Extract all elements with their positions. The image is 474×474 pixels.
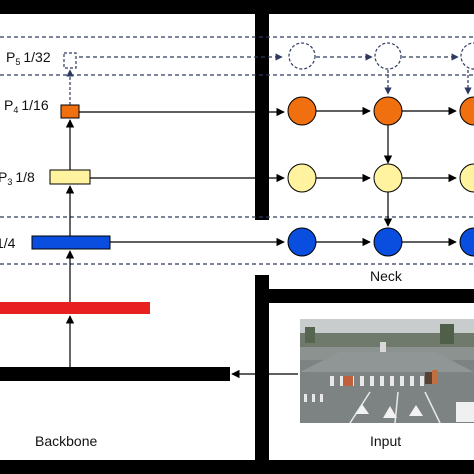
backbone-title: Backbone — [35, 433, 97, 449]
p3-neck-node-3 — [459, 163, 474, 193]
p5-level — [63, 42, 474, 95]
p2-feature-block — [31, 235, 111, 250]
neck-title: Neck — [370, 268, 403, 284]
backbone-flow — [0, 69, 298, 381]
p5-neck-node-3 — [460, 42, 474, 70]
p3-label-scale: 1/8 — [15, 169, 35, 185]
p4-neck-node-3 — [459, 96, 474, 126]
input-image — [300, 319, 474, 424]
p2-neck-node-1 — [287, 227, 317, 257]
p3-neck-node-1 — [287, 163, 317, 193]
level-labels: P51/32 P41/16 P31/8 1/4 — [0, 49, 51, 251]
p2-label: 1/4 — [0, 235, 16, 251]
input-title: Input — [370, 433, 401, 449]
p5-neck-node-1 — [288, 42, 316, 70]
p3-feature-block — [49, 169, 91, 185]
p5-label-sub: 5 — [15, 57, 20, 67]
p4-neck-node-1 — [287, 96, 317, 126]
p2-neck-node-2 — [373, 227, 403, 257]
p3-neck-node-2 — [373, 163, 403, 193]
p2-neck-node-3 — [459, 227, 474, 257]
p3-label-sub: 3 — [7, 177, 12, 187]
backbone-base-bar — [0, 367, 230, 381]
p4-neck-node-2 — [373, 96, 403, 126]
p3-level — [49, 163, 474, 227]
p4-level — [60, 96, 474, 164]
p5-feature-placeholder — [63, 52, 77, 69]
p2-level — [31, 227, 474, 257]
p4-label-scale: 1/16 — [21, 97, 48, 113]
p4-label-main: P — [4, 97, 13, 113]
p4-feature-block — [60, 104, 80, 119]
p4-label-sub: 4 — [13, 105, 18, 115]
p5-label-scale: 1/32 — [23, 49, 50, 65]
level-guide-lines — [0, 36, 474, 265]
p2-label-scale: 1/4 — [0, 235, 16, 251]
p5-neck-node-2 — [374, 42, 402, 70]
p1-feature-block — [0, 302, 150, 314]
p3-label-main: P — [0, 169, 7, 185]
p5-label-main: P — [6, 49, 15, 65]
